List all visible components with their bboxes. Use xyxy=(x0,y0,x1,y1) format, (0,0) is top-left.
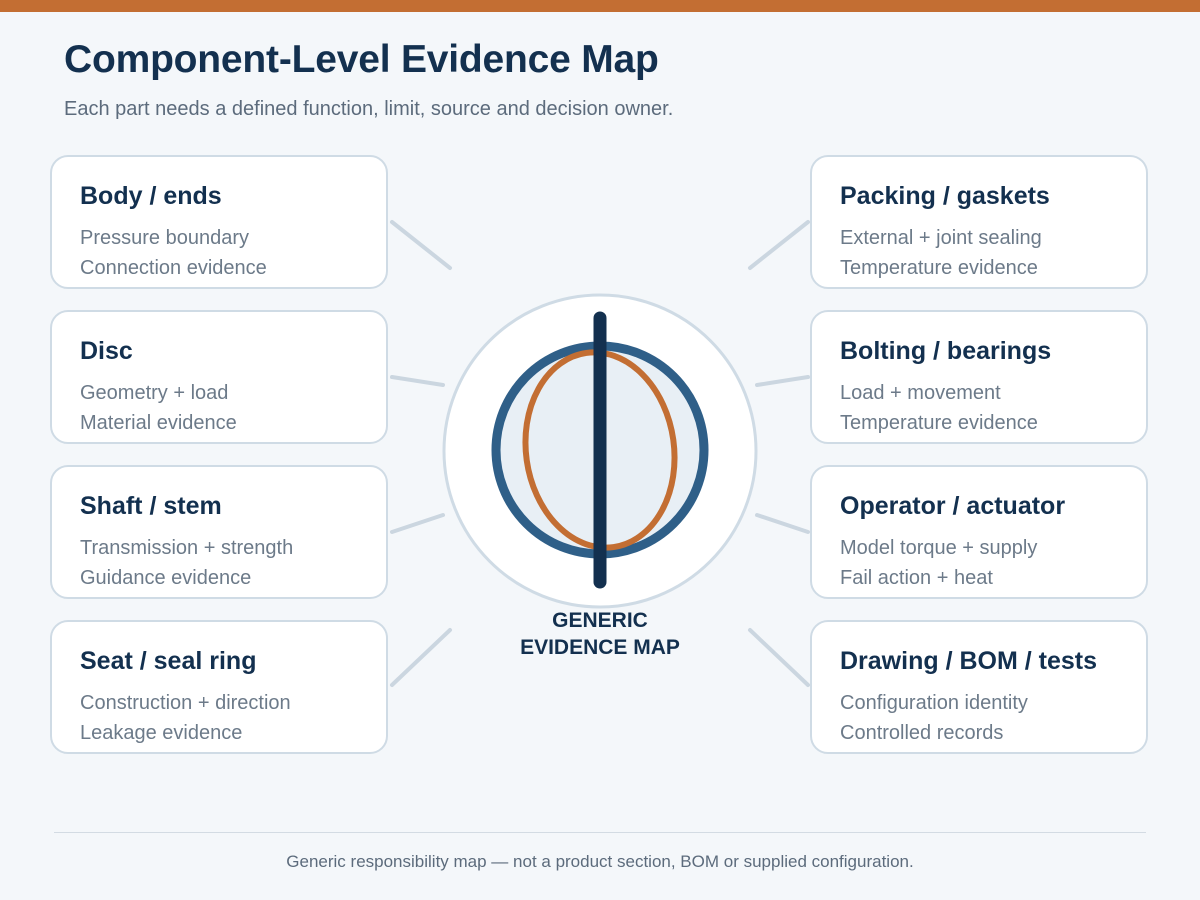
center-label-line2: EVIDENCE MAP xyxy=(520,636,680,659)
card-line: Transmission + strength xyxy=(80,537,294,559)
card-title: Bolting / bearings xyxy=(840,337,1052,365)
connector-drawing-bom-tests xyxy=(748,628,810,687)
card-bolting-bearings: Bolting / bearings Load + movement Tempe… xyxy=(810,310,1148,444)
card-drawing-bom-tests: Drawing / BOM / tests Configuration iden… xyxy=(810,620,1148,754)
card-seat-seal-ring: Seat / seal ring Construction + directio… xyxy=(50,620,388,754)
card-title: Operator / actuator xyxy=(840,492,1066,520)
card-operator-actuator: Operator / actuator Model torque + suppl… xyxy=(810,465,1148,599)
connector-disc xyxy=(390,375,445,387)
valve-disc-ellipse xyxy=(522,349,678,551)
top-accent-bar xyxy=(0,0,1200,12)
center-label: GENERIC EVIDENCE MAP xyxy=(480,607,720,661)
card-line: Configuration identity xyxy=(840,692,1028,714)
card-disc: Disc Geometry + load Material evidence xyxy=(50,310,388,444)
page-subtitle: Each part needs a defined function, limi… xyxy=(64,98,674,120)
card-title: Drawing / BOM / tests xyxy=(840,647,1097,675)
connector-body-ends xyxy=(390,220,452,270)
page-title: Component-Level Evidence Map xyxy=(64,38,659,81)
footer-divider xyxy=(54,832,1146,833)
connector-packing-gaskets xyxy=(748,220,810,270)
card-line: Fail action + heat xyxy=(840,567,993,589)
card-line: Material evidence xyxy=(80,412,237,434)
card-line: Geometry + load xyxy=(80,382,229,404)
card-title: Packing / gaskets xyxy=(840,182,1050,210)
card-body-ends: Body / ends Pressure boundary Connection… xyxy=(50,155,388,289)
connector-operator-actuator xyxy=(755,513,810,534)
card-title: Body / ends xyxy=(80,182,222,210)
footer-note: Generic responsibility map — not a produ… xyxy=(286,852,914,871)
connector-bolting-bearings xyxy=(755,375,810,387)
card-line: Controlled records xyxy=(840,722,1004,744)
card-packing-gaskets: Packing / gaskets External + joint seali… xyxy=(810,155,1148,289)
card-line: Connection evidence xyxy=(80,257,267,279)
center-label-line1: GENERIC xyxy=(552,609,648,632)
card-line: Leakage evidence xyxy=(80,722,243,744)
card-line: Load + movement xyxy=(840,382,1001,404)
connector-seat-seal-ring xyxy=(390,628,452,687)
card-title: Seat / seal ring xyxy=(80,647,257,675)
card-line: Construction + direction xyxy=(80,692,291,714)
card-line: Pressure boundary xyxy=(80,227,249,249)
card-shaft-stem: Shaft / stem Transmission + strength Gui… xyxy=(50,465,388,599)
card-line: Temperature evidence xyxy=(840,412,1038,434)
card-title: Disc xyxy=(80,337,133,365)
card-line: Model torque + supply xyxy=(840,537,1038,559)
connector-shaft-stem xyxy=(390,513,445,534)
card-title: Shaft / stem xyxy=(80,492,222,520)
card-line: Guidance evidence xyxy=(80,567,252,589)
card-line: External + joint sealing xyxy=(840,227,1042,249)
card-line: Temperature evidence xyxy=(840,257,1038,279)
